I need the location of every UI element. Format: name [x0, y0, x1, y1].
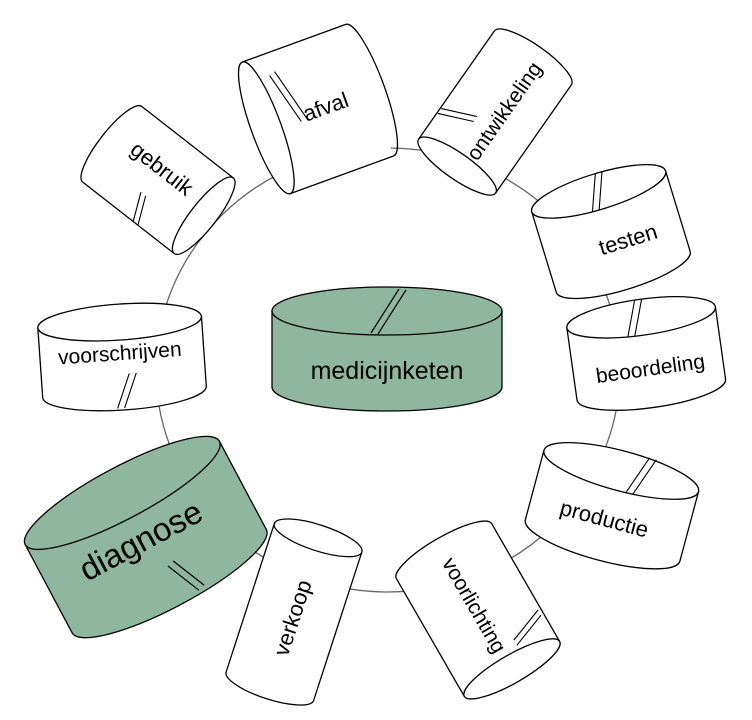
- center-medicijnketen: medicijnketen: [271, 286, 503, 412]
- band-afval: afval: [237, 23, 399, 195]
- band-testen: testen: [530, 164, 691, 300]
- band-voorlichting: voorlichting: [395, 520, 561, 700]
- band-productie: productie: [524, 441, 700, 570]
- band-beoordeling: beoordeling: [566, 296, 727, 411]
- band-diagnose: diagnose: [23, 435, 268, 639]
- center-band-top: [271, 286, 503, 336]
- center-band-body: [271, 310, 503, 412]
- center-band-seam: [370, 288, 400, 334]
- band-ontwikkeling: ontwikkeling: [417, 28, 573, 196]
- band-verkoop: verkoop: [225, 518, 363, 706]
- center-label: medicijnketen: [311, 357, 464, 385]
- band-gebruik: gebruik: [80, 104, 236, 256]
- center-band-seam: [377, 289, 407, 335]
- band-voorschrijven: voorschrijven: [37, 302, 207, 412]
